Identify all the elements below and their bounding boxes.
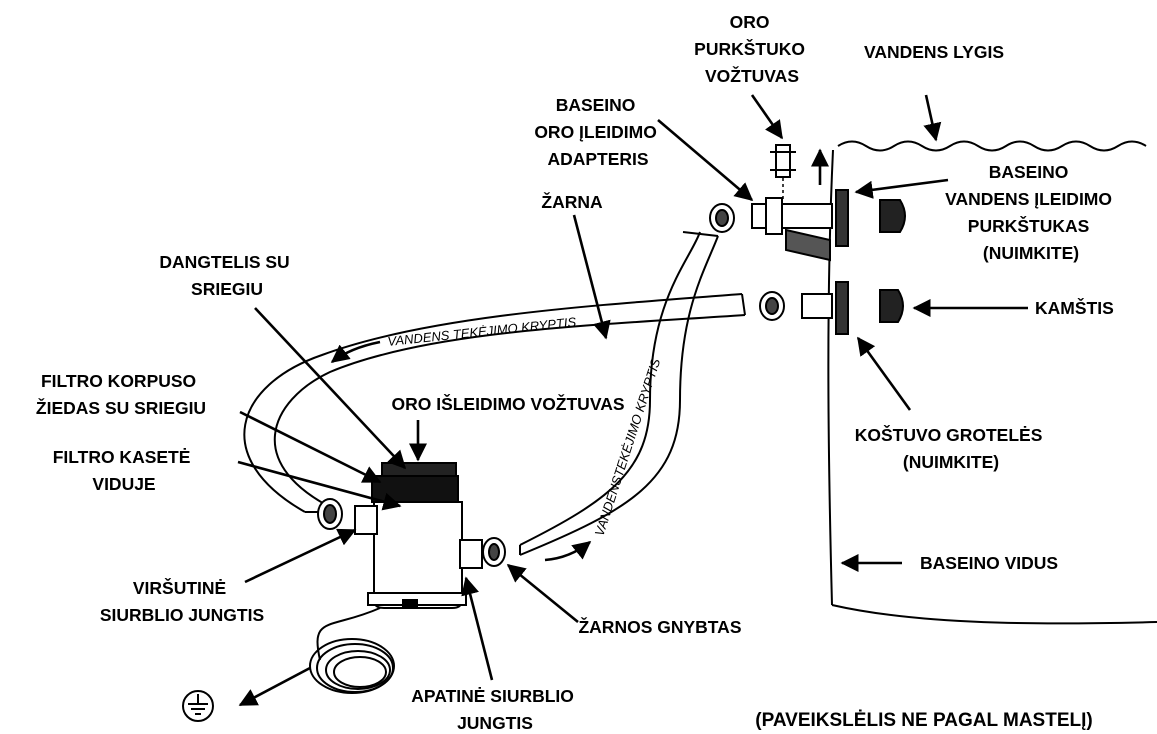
label-line: (NUIMKITE) bbox=[903, 452, 999, 472]
label-filter-cartridge: FILTRO KASETĖ VIDUJE bbox=[53, 447, 196, 494]
label-line: PURKŠTUKO bbox=[694, 38, 805, 59]
inlet-fitting-assembly bbox=[751, 144, 906, 262]
label-threaded-cap: DANGTELIS SU SRIEGIU bbox=[159, 252, 294, 299]
label-line: JUNGTIS bbox=[457, 713, 533, 733]
inlet-nozzle bbox=[879, 199, 906, 233]
air-adapter-body bbox=[751, 203, 833, 229]
label-line: ORO bbox=[730, 12, 770, 32]
label-line: VANDENS ĮLEIDIMO bbox=[945, 189, 1112, 209]
label-hose-clamp: ŽARNOS GNYBTAS bbox=[578, 616, 741, 637]
label-water-inlet-jet: BASEINO VANDENS ĮLEIDIMO PURKŠTUKAS (NUI… bbox=[945, 162, 1117, 263]
plug-stopper bbox=[879, 289, 904, 323]
water-level-wave bbox=[837, 140, 1147, 152]
label-line: BASEINO bbox=[989, 162, 1069, 182]
label-line: FILTRO KASETĖ bbox=[53, 447, 191, 467]
inlet-flange bbox=[835, 189, 849, 247]
label-line: SRIEGIU bbox=[191, 279, 263, 299]
label-line: VIRŠUTINĖ bbox=[133, 577, 226, 598]
label-air-inlet-adapter: BASEINO ORO ĮLEIDIMO ADAPTERIS bbox=[534, 95, 661, 169]
label-line: FILTRO KORPUSO bbox=[41, 371, 196, 391]
label-line: ŽIEDAS SU SRIEGIU bbox=[36, 397, 206, 418]
label-line: VIDUJE bbox=[92, 474, 155, 494]
label-strainer-grid: KOŠTUVO GROTELĖS (NUIMKITE) bbox=[855, 424, 1048, 472]
label-line: SIURBLIO JUNGTIS bbox=[100, 605, 264, 625]
label-upper-pump-connection: VIRŠUTINĖ SIURBLIO JUNGTIS bbox=[100, 577, 264, 625]
hose-clamp-lower bbox=[482, 537, 506, 567]
label-line: KOŠTUVO GROTELĖS bbox=[855, 424, 1043, 445]
outlet-fitting-assembly bbox=[801, 281, 904, 335]
label-line: VOŽTUVAS bbox=[705, 65, 799, 86]
strainer-grid-flange bbox=[835, 281, 849, 335]
label-lower-pump-connection: APATINĖ SIURBLIO JUNGTIS bbox=[411, 686, 579, 733]
label-line: PURKŠTUKAS bbox=[968, 215, 1090, 236]
threaded-ring bbox=[371, 475, 459, 503]
label-line: BASEINO bbox=[556, 95, 636, 115]
outlet-clamp bbox=[759, 291, 785, 321]
label-line: DANGTELIS SU bbox=[159, 252, 289, 272]
label-line: (NUIMKITE) bbox=[983, 243, 1079, 263]
threaded-cap bbox=[381, 462, 457, 478]
ground-symbol-icon bbox=[182, 690, 214, 722]
label-line: ADAPTERIS bbox=[547, 149, 648, 169]
filter-pump-unit bbox=[354, 462, 483, 609]
label-plug: KAMŠTIS bbox=[1035, 297, 1114, 318]
hose-clamp-upper bbox=[317, 498, 343, 530]
label-hose: ŽARNA bbox=[541, 191, 603, 212]
scale-note: (PAVEIKSLĖLIS NE PAGAL MASTELĮ) bbox=[755, 710, 1092, 731]
label-air-jet-valve: ORO PURKŠTUKO VOŽTUVAS bbox=[694, 12, 810, 86]
label-air-release-valve: ORO IŠLEIDIMO VOŽTUVAS bbox=[391, 393, 624, 414]
label-housing-ring: FILTRO KORPUSO ŽIEDAS SU SRIEGIU bbox=[36, 371, 206, 418]
leader-arrows bbox=[237, 94, 1028, 707]
inlet-clamp bbox=[709, 203, 735, 233]
power-cord bbox=[309, 607, 395, 694]
lower-hose bbox=[519, 231, 719, 556]
label-line: ORO ĮLEIDIMO bbox=[534, 122, 657, 142]
label-line: APATINĖ SIURBLIO bbox=[411, 686, 574, 706]
label-water-level: VANDENS LYGIS bbox=[864, 42, 1004, 62]
label-pool-inside: BASEINO VIDUS bbox=[920, 553, 1058, 573]
flow-direction-lower: VANDENSTEKĖJIMO KRYPTIS bbox=[592, 356, 664, 538]
air-jet-valve bbox=[775, 144, 791, 178]
